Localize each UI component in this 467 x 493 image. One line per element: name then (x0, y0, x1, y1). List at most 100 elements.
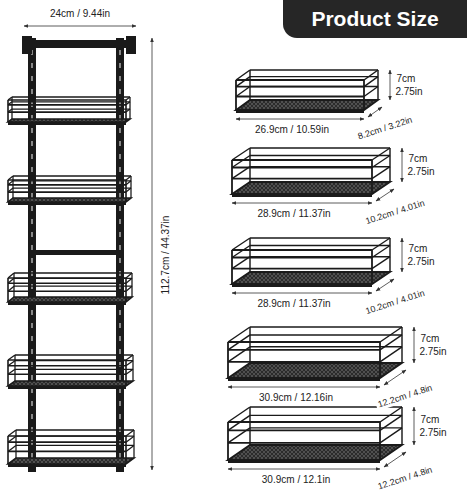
post (377, 70, 378, 100)
tray-lip (8, 202, 126, 205)
height-dimension (402, 238, 403, 272)
side-rail (228, 327, 250, 342)
post (133, 430, 134, 458)
back-rail (13, 180, 131, 181)
dimension-label: 2.75in (417, 346, 448, 358)
side-rail (232, 148, 250, 160)
mesh-floor (8, 119, 130, 122)
post (14, 355, 15, 381)
post (11, 97, 12, 119)
tray-lip (8, 386, 126, 389)
front-rail (8, 290, 126, 292)
side-rail (126, 361, 133, 366)
mesh-floor (8, 381, 133, 386)
post (249, 238, 250, 272)
depth-dimension (368, 107, 382, 117)
slot (119, 128, 121, 133)
slot (31, 167, 33, 172)
front-rail (228, 341, 380, 343)
dimension-label: 30.9cm / 12.16in (257, 392, 335, 404)
front-rail (8, 111, 126, 113)
slot (119, 258, 121, 263)
tray-lip (228, 460, 380, 463)
side-rail (228, 415, 250, 430)
front-rail (232, 268, 372, 270)
post (371, 250, 373, 284)
side-rail (372, 238, 390, 250)
back-rail (250, 237, 390, 238)
back-rail (13, 187, 131, 188)
height-dimension (414, 407, 415, 445)
mesh-floor (236, 100, 378, 110)
slot (31, 63, 33, 68)
side-rail (364, 77, 378, 87)
post (227, 342, 229, 378)
width-dimension (232, 203, 372, 204)
dimension-label: 2.75in (405, 166, 436, 178)
height-dimension (402, 148, 403, 182)
slot (119, 141, 121, 146)
side-rail (232, 155, 250, 167)
dimension-label: 2.75in (393, 86, 424, 98)
side-rail (236, 77, 250, 87)
post (7, 360, 9, 386)
back-rail (15, 354, 133, 355)
post (7, 278, 9, 302)
slot (31, 414, 33, 419)
front-rail (228, 429, 380, 431)
front-rail (8, 99, 126, 101)
depth-dimension (384, 370, 406, 385)
slot (31, 375, 33, 380)
back-rail (16, 429, 134, 430)
post (235, 80, 237, 110)
post (231, 160, 233, 194)
back-rail (250, 415, 402, 416)
back-rail (250, 76, 378, 77)
side-rail (232, 167, 250, 179)
side-rail (228, 347, 250, 362)
side-rail (126, 273, 132, 278)
basket (236, 70, 378, 113)
post (12, 176, 13, 198)
post (7, 180, 9, 202)
depth-dimension (384, 452, 406, 467)
back-rail (13, 175, 131, 176)
post (7, 436, 9, 464)
side-rail (380, 347, 402, 362)
side-rail (372, 155, 390, 167)
post (379, 422, 381, 460)
basket (8, 97, 130, 125)
post (363, 80, 365, 110)
height-dimension (390, 70, 391, 100)
side-rail (8, 445, 16, 451)
side-rail (8, 436, 16, 442)
post (125, 436, 127, 464)
post (125, 278, 127, 302)
post (371, 160, 373, 194)
slot (119, 206, 121, 211)
side-rail (126, 445, 134, 451)
dimension-label: 12.2cm / 4.8in (374, 381, 435, 411)
mesh-floor (232, 182, 390, 194)
front-rail (228, 361, 380, 363)
side-rail (380, 428, 402, 443)
slot (119, 323, 121, 328)
side-rail (232, 238, 250, 250)
post (379, 342, 381, 378)
slot (119, 154, 121, 159)
front-rail (228, 442, 380, 444)
tray-lip (232, 194, 372, 197)
dimension-label: 7cm (395, 73, 418, 85)
mesh-floor (8, 297, 132, 302)
slot (31, 89, 33, 94)
post (131, 273, 132, 297)
post (401, 407, 402, 445)
basket (8, 273, 132, 305)
slot (119, 310, 121, 315)
side-rail (228, 407, 250, 422)
side-rail (126, 176, 131, 180)
back-rail (15, 360, 133, 361)
side-rail (232, 257, 250, 269)
mesh-floor (228, 445, 402, 460)
top-bar (24, 40, 136, 48)
